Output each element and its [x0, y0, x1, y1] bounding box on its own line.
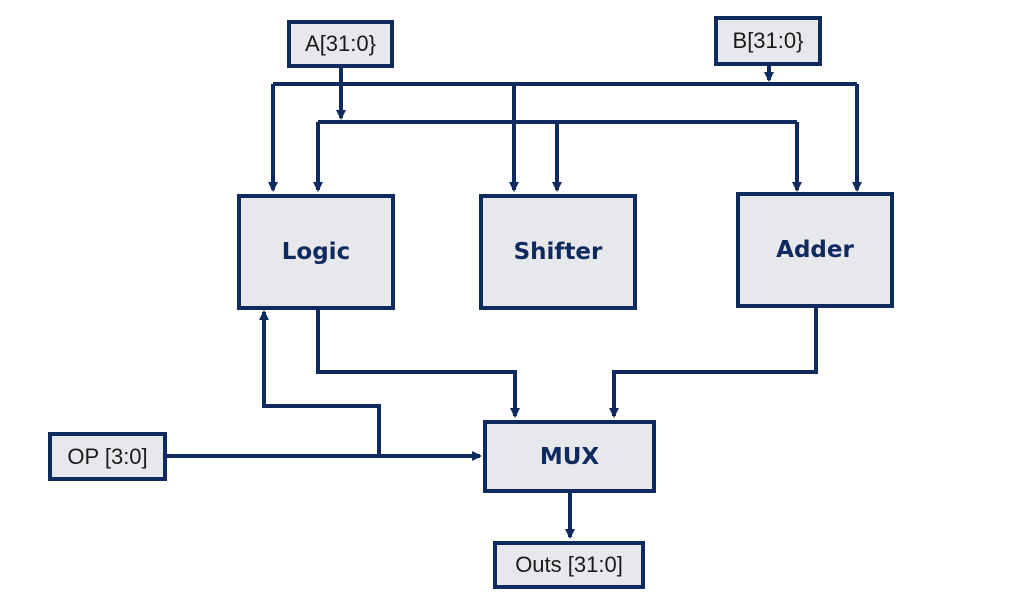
- input-a-label: A[31:0}: [305, 31, 376, 56]
- wire-logic-to-mux: [316, 310, 520, 418]
- input-a-box: A[31:0}: [287, 20, 394, 68]
- logic-label: Logic: [281, 239, 351, 265]
- wire-adder-to-mux: [609, 308, 818, 418]
- shifter-label: Shifter: [513, 239, 603, 265]
- mux-block: MUX: [483, 420, 656, 493]
- wire-op-to-logic: [259, 310, 381, 456]
- input-b-box: B[31:0}: [714, 16, 822, 66]
- outs-output-label: Outs [31:0]: [515, 552, 623, 577]
- op-input-box: OP [3:0]: [48, 432, 167, 481]
- mux-label: MUX: [539, 443, 600, 470]
- shifter-block: Shifter: [479, 194, 637, 310]
- adder-label: Adder: [776, 237, 854, 263]
- op-input-label: OP [3:0]: [67, 443, 148, 469]
- outs-output-box: Outs [31:0]: [493, 541, 645, 589]
- input-b-label: B[31:0}: [732, 28, 804, 53]
- logic-block: Logic: [237, 194, 395, 310]
- adder-block: Adder: [736, 192, 894, 308]
